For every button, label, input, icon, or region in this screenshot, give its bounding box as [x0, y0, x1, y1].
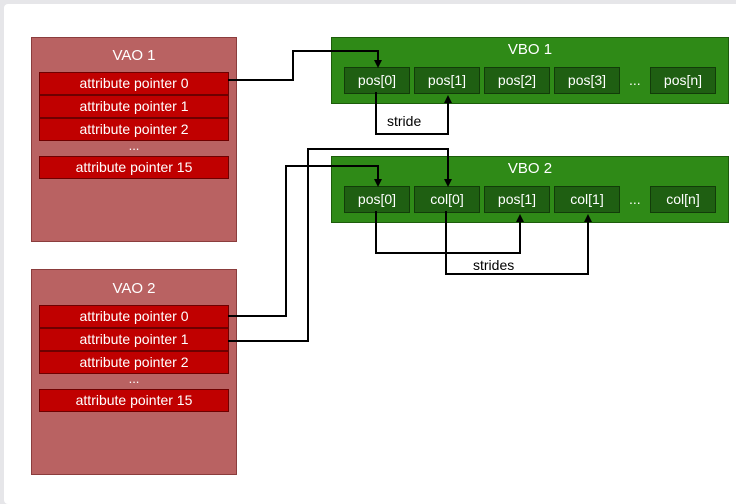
vbo-1-cell-pos-n[interactable]: pos[n] — [650, 67, 716, 94]
vao-1-attribute-pointer-2[interactable]: attribute pointer 2 — [39, 118, 229, 141]
vao-2-attribute-pointer-0[interactable]: attribute pointer 0 — [39, 305, 229, 328]
vao-2-attribute-pointer-1[interactable]: attribute pointer 1 — [39, 328, 229, 351]
vbo-1-cell-pos-2[interactable]: pos[2] — [484, 67, 550, 94]
vao-2-pointer-0-connector — [228, 165, 382, 317]
vao-1-ellipsis: ... — [128, 138, 140, 153]
vao-2-pointer-1-connector — [228, 148, 452, 342]
vbo-2-cell-pos-0[interactable]: pos[0] — [344, 186, 410, 213]
vao-1-title: VAO 1 — [112, 47, 156, 64]
vao-2-attribute-pointer-2[interactable]: attribute pointer 2 — [39, 351, 229, 374]
vao-1-attribute-pointer-15[interactable]: attribute pointer 15 — [39, 156, 229, 179]
vbo-1-cell-pos-1[interactable]: pos[1] — [414, 67, 480, 94]
vbo-1-title: VBO 1 — [507, 41, 553, 58]
vao-1-attribute-pointer-1[interactable]: attribute pointer 1 — [39, 95, 229, 118]
vbo-2-ellipsis: ... — [629, 191, 641, 207]
vao-2-title: VAO 2 — [112, 280, 156, 297]
vbo-2-pos-stride-bracket — [375, 211, 524, 254]
strides-label: strides — [473, 257, 515, 273]
vbo-2-cell-col-n[interactable]: col[n] — [650, 186, 716, 213]
vbo-2-title: VBO 2 — [507, 160, 553, 177]
vao-2-attribute-pointer-15[interactable]: attribute pointer 15 — [39, 389, 229, 412]
vbo-2-col-stride-bracket — [445, 211, 592, 275]
vao-1: VAO 1 attribute pointer 0 attribute poin… — [31, 37, 237, 242]
vao-2-ellipsis: ... — [128, 371, 140, 386]
vbo-1-cell-pos-3[interactable]: pos[3] — [554, 67, 620, 94]
vao-1-attribute-pointer-0[interactable]: attribute pointer 0 — [39, 72, 229, 95]
vbo-1: VBO 1 pos[0] pos[1] pos[2] pos[3] ... po… — [331, 37, 729, 104]
stride-label: stride — [387, 113, 422, 129]
vbo-1-cell-pos-0[interactable]: pos[0] — [344, 67, 410, 94]
vbo-1-stride-bracket — [375, 92, 452, 135]
vao-1-pointer-0-connector — [228, 50, 382, 81]
vbo-1-ellipsis: ... — [629, 72, 641, 88]
vbo-2-cell-col-1[interactable]: col[1] — [554, 186, 620, 213]
vbo-2: VBO 2 pos[0] col[0] pos[1] col[1] ... co… — [331, 156, 729, 223]
vao-2: VAO 2 attribute pointer 0 attribute poin… — [31, 269, 237, 475]
vbo-2-cell-pos-1[interactable]: pos[1] — [484, 186, 550, 213]
